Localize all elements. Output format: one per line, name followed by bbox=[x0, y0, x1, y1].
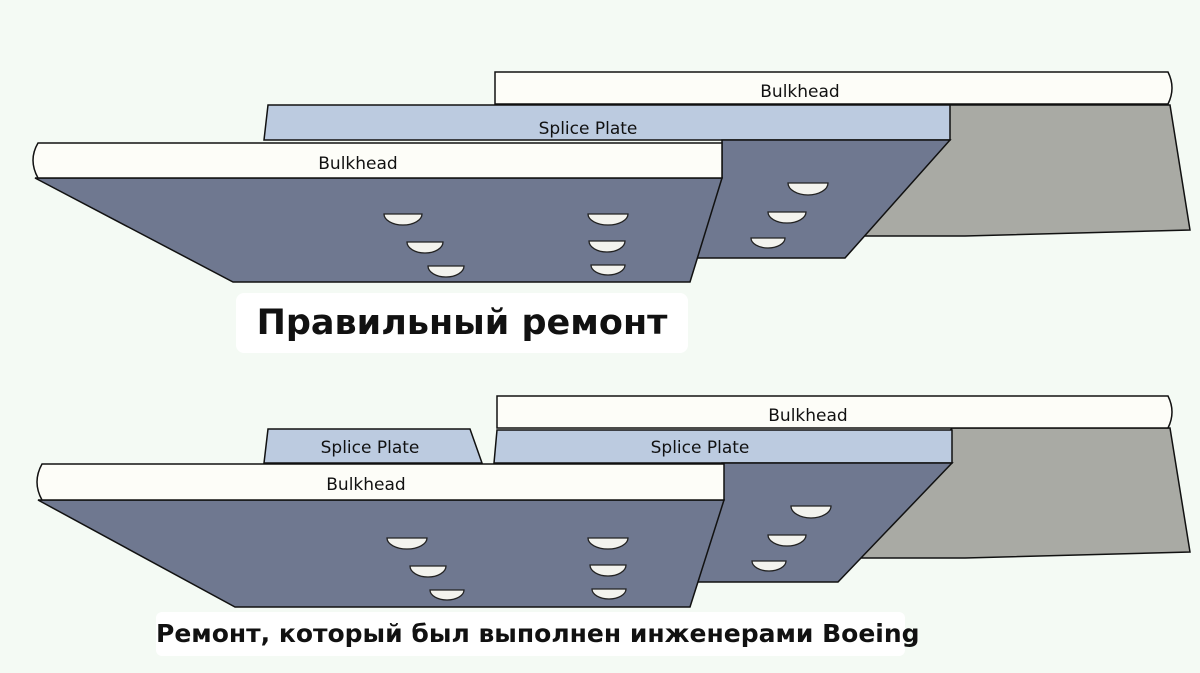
fastener-head bbox=[383, 213, 423, 226]
bottom-splice-plate-left-label: Splice Plate bbox=[321, 438, 420, 458]
fastener-head bbox=[591, 588, 627, 600]
fastener-head bbox=[406, 241, 444, 254]
fastener-head bbox=[409, 565, 447, 578]
top-front-bulkhead bbox=[32, 142, 723, 179]
top-back-bulkhead bbox=[494, 71, 1173, 105]
fastener-head bbox=[767, 534, 807, 547]
fastener-head bbox=[787, 182, 829, 196]
caption-correct-repair: Правильный ремонт bbox=[236, 293, 688, 353]
bottom-front-bulkhead bbox=[36, 463, 725, 501]
bottom-back-bulkhead-label: Bulkhead bbox=[768, 406, 847, 426]
top-back-bulkhead-label: Bulkhead bbox=[760, 82, 839, 102]
top-splice-plate-label: Splice Plate bbox=[539, 119, 638, 139]
fastener-head bbox=[751, 560, 787, 572]
bottom-back-bulkhead bbox=[496, 395, 1173, 429]
fastener-head bbox=[588, 240, 626, 253]
bottom-splice-plate-left bbox=[263, 428, 484, 464]
fastener-head bbox=[587, 213, 629, 226]
bottom-front-bulkhead-label: Bulkhead bbox=[326, 475, 405, 495]
fastener-head bbox=[386, 537, 428, 550]
bottom-splice-plate-right-label: Splice Plate bbox=[651, 438, 750, 458]
bottom-diagram: Bulkhead Splice Plate Splice Plate Bulkh… bbox=[36, 395, 1191, 608]
top-fasteners bbox=[383, 182, 829, 278]
bottom-fasteners bbox=[386, 505, 832, 601]
fastener-head bbox=[587, 537, 629, 550]
top-diagram: Bulkhead Splice Plate Bulkhead bbox=[32, 71, 1191, 283]
fastener-head bbox=[589, 564, 627, 577]
fastener-head bbox=[750, 237, 786, 249]
fastener-head bbox=[767, 211, 807, 224]
caption-boeing-repair: Ремонт, который был выполнен инженерами … bbox=[156, 612, 920, 656]
top-front-bulkhead-label: Bulkhead bbox=[318, 154, 397, 174]
fastener-head bbox=[429, 589, 465, 601]
fastener-head bbox=[590, 264, 626, 276]
fastener-head bbox=[790, 505, 832, 519]
fastener-head bbox=[427, 265, 465, 278]
